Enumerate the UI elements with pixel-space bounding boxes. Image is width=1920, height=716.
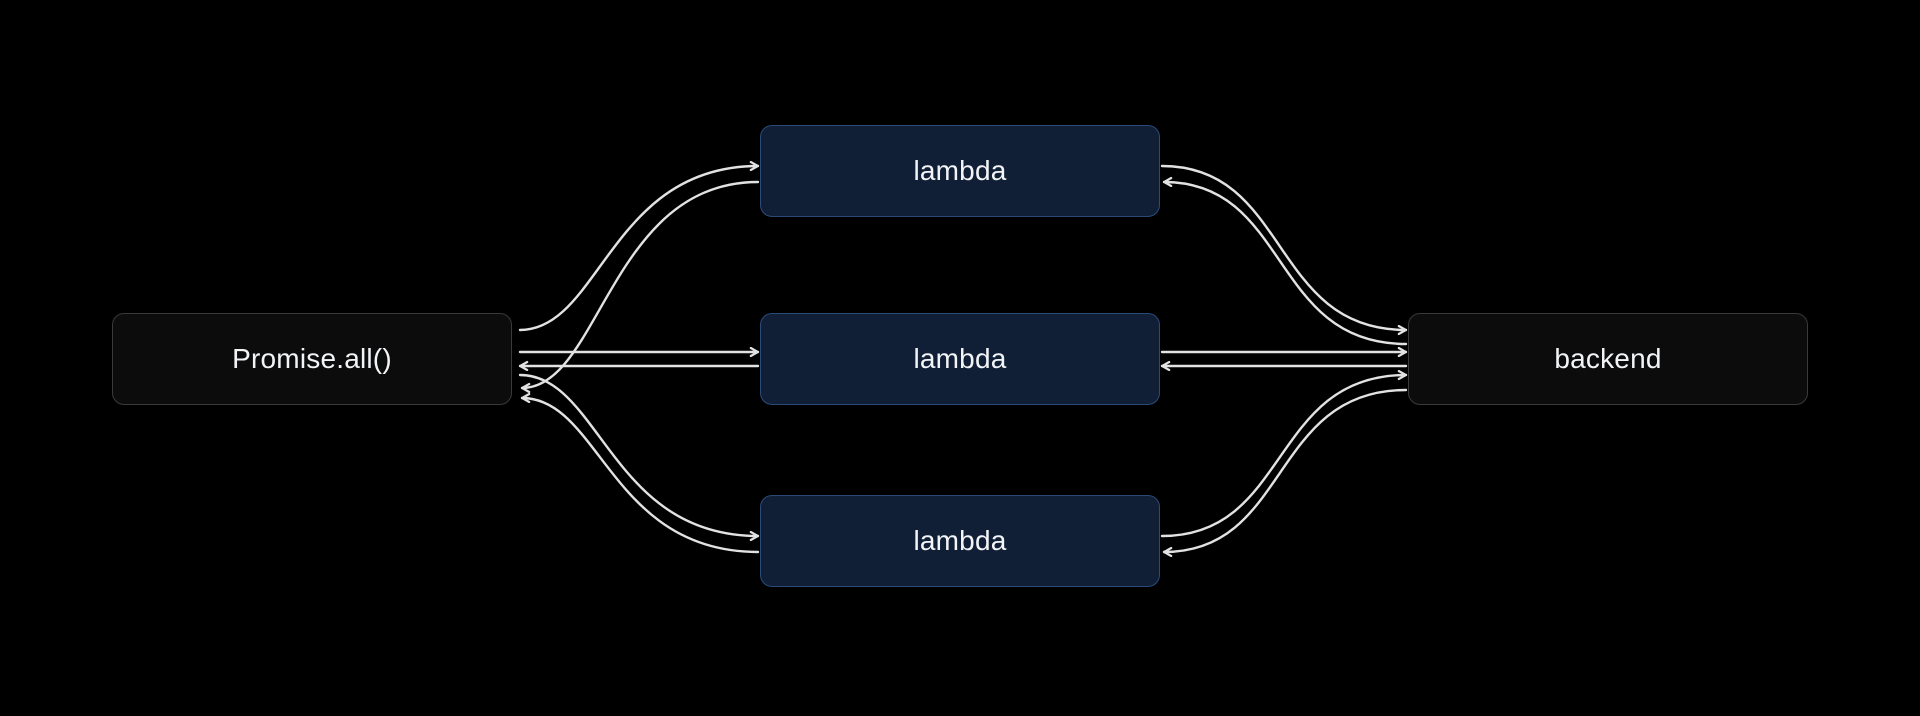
node-promise-all-label: Promise.all() xyxy=(232,343,392,374)
node-backend[interactable]: backend xyxy=(1408,313,1808,405)
edge-backend-to-lambda-top xyxy=(1162,182,1408,346)
node-lambda-middle[interactable]: lambda xyxy=(760,313,1160,405)
edge-backend-to-lambda-bottom xyxy=(1162,388,1408,552)
node-lambda-top-label: lambda xyxy=(913,155,1007,186)
node-lambda-top[interactable]: lambda xyxy=(760,125,1160,217)
node-lambda-middle-label: lambda xyxy=(913,343,1007,374)
node-lambda-bottom[interactable]: lambda xyxy=(760,495,1160,587)
edge-lambda-top-to-backend xyxy=(1160,164,1408,330)
edge-promise-to-lambda-top xyxy=(518,166,760,332)
edge-lambda-bottom-to-promise xyxy=(520,398,760,554)
edge-promise-to-lambda-bottom xyxy=(518,373,760,536)
node-promise-all[interactable]: Promise.all() xyxy=(112,313,512,405)
edge-lambda-bottom-to-backend xyxy=(1160,375,1408,538)
node-backend-label: backend xyxy=(1554,343,1662,374)
node-lambda-bottom-label: lambda xyxy=(913,525,1007,556)
edge-lambda-top-to-promise xyxy=(520,180,760,388)
